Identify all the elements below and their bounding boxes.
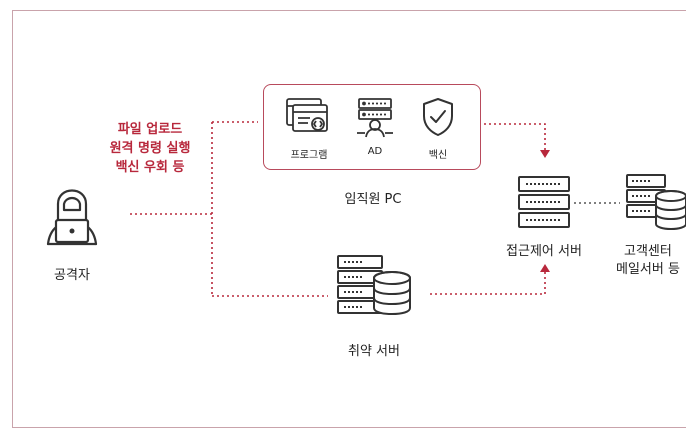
server-rack-icon [518,176,570,228]
attack-method-item: 원격 명령 실행 [109,141,191,156]
program-window-icon [286,98,328,132]
customer-server-node [624,172,686,232]
attack-method-item: 파일 업로드 [117,122,183,137]
pc-item-program [284,96,334,138]
vulnerable-server-label: 취약 서버 [348,344,400,359]
pc-item-vaccine [420,96,456,138]
pc-to-access-line [484,123,546,150]
server-database-icon [626,174,686,230]
customer-server-label-line1: 고객센터 [624,244,672,259]
hacker-laptop-icon [46,189,98,246]
diagram-frame [12,10,686,428]
pc-item-program-label: 프로그램 [290,150,328,161]
arrowhead-down [540,150,550,158]
server-to-access-line [430,272,546,295]
customer-server-label-line2: 메일서버 등 [616,262,680,277]
access-control-server-label: 접근제어 서버 [506,244,582,259]
attacker-node [40,178,104,250]
shield-check-icon [423,98,453,136]
vulnerable-server-node [334,252,414,318]
pc-item-vaccine-label: 백신 [428,150,448,161]
arrowhead-up [540,264,550,272]
employee-pc-label: 임직원 PC [344,192,402,207]
access-control-server-node [516,174,572,230]
attacker-label: 공격자 [54,268,90,283]
attack-methods: 파일 업로드 원격 명령 실행 백신 우회 등 [70,120,230,177]
pc-item-ad [354,96,396,138]
attack-method-item: 백신 우회 등 [115,160,185,175]
server-database-icon [337,255,411,315]
ad-server-user-icon [357,98,393,138]
pc-item-ad-label: AD [367,146,383,157]
